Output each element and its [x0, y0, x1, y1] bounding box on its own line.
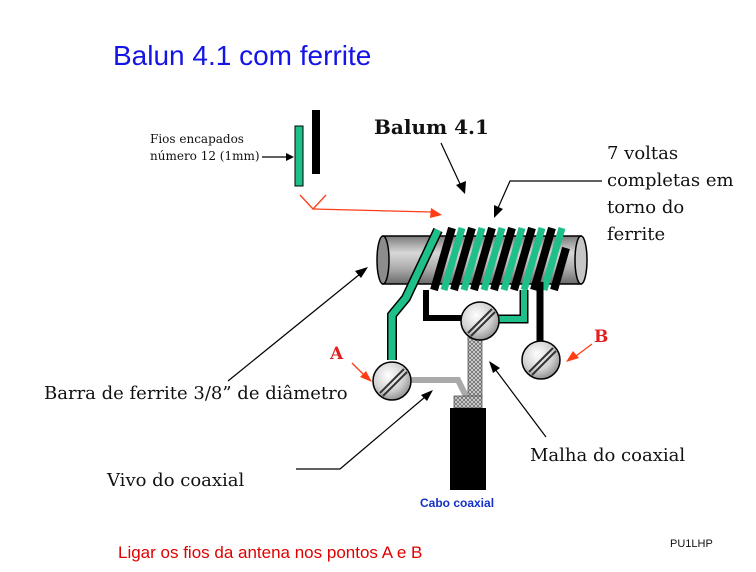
- point-a-label: A: [330, 344, 344, 364]
- credit-label: PU1LHP: [670, 538, 713, 550]
- center-label-arrow: [296, 390, 433, 470]
- turns-label-line3: torno do: [607, 197, 685, 218]
- loose-green-wire: [294, 125, 304, 187]
- terminal-screw-icon: [460, 301, 500, 341]
- terminal-screw-icon: [521, 340, 561, 380]
- coax-cable-label: Cabo coaxial: [420, 496, 495, 510]
- ferrite-label-arrow: [227, 267, 368, 382]
- page-title: Balun 4.1 com ferrite: [113, 40, 372, 71]
- point-b-arrow: [566, 343, 593, 362]
- coax-center-wire: [410, 377, 469, 398]
- turns-label-line2: completas em: [607, 170, 734, 191]
- turns-label-arrow: [494, 180, 602, 218]
- loose-black-wire: [312, 110, 320, 174]
- turns-label-line1: 7 voltas: [607, 143, 679, 164]
- wires-label-line2: número 12 (1mm): [150, 149, 260, 163]
- shield-label-arrow: [489, 361, 547, 438]
- coax-shield-braid: [467, 334, 483, 400]
- wires-to-coil-arrow: [299, 194, 442, 218]
- coax-center-label: Vivo do coaxial: [107, 470, 245, 491]
- wires-label-arrow: [262, 153, 294, 161]
- instruction-text: Ligar os fios da antena nos pontos A e B: [118, 543, 423, 562]
- ferrite-bar-label: Barra de ferrite 3/8” de diâmetro: [44, 383, 348, 404]
- terminal-screw-icon: [372, 361, 412, 401]
- balun-label: Balum 4.1: [374, 115, 489, 139]
- coil-windings: [430, 226, 570, 292]
- wires-label-line1: Fios encapados: [150, 132, 244, 146]
- coax-cable-icon: [450, 395, 486, 490]
- coax-shield-label: Malha do coaxial: [530, 445, 686, 466]
- turns-label-line4: ferrite: [607, 224, 666, 245]
- point-a-arrow: [351, 362, 372, 382]
- balun-label-arrow: [440, 142, 466, 194]
- coil-leads: [387, 227, 544, 360]
- point-b-label: B: [594, 327, 609, 347]
